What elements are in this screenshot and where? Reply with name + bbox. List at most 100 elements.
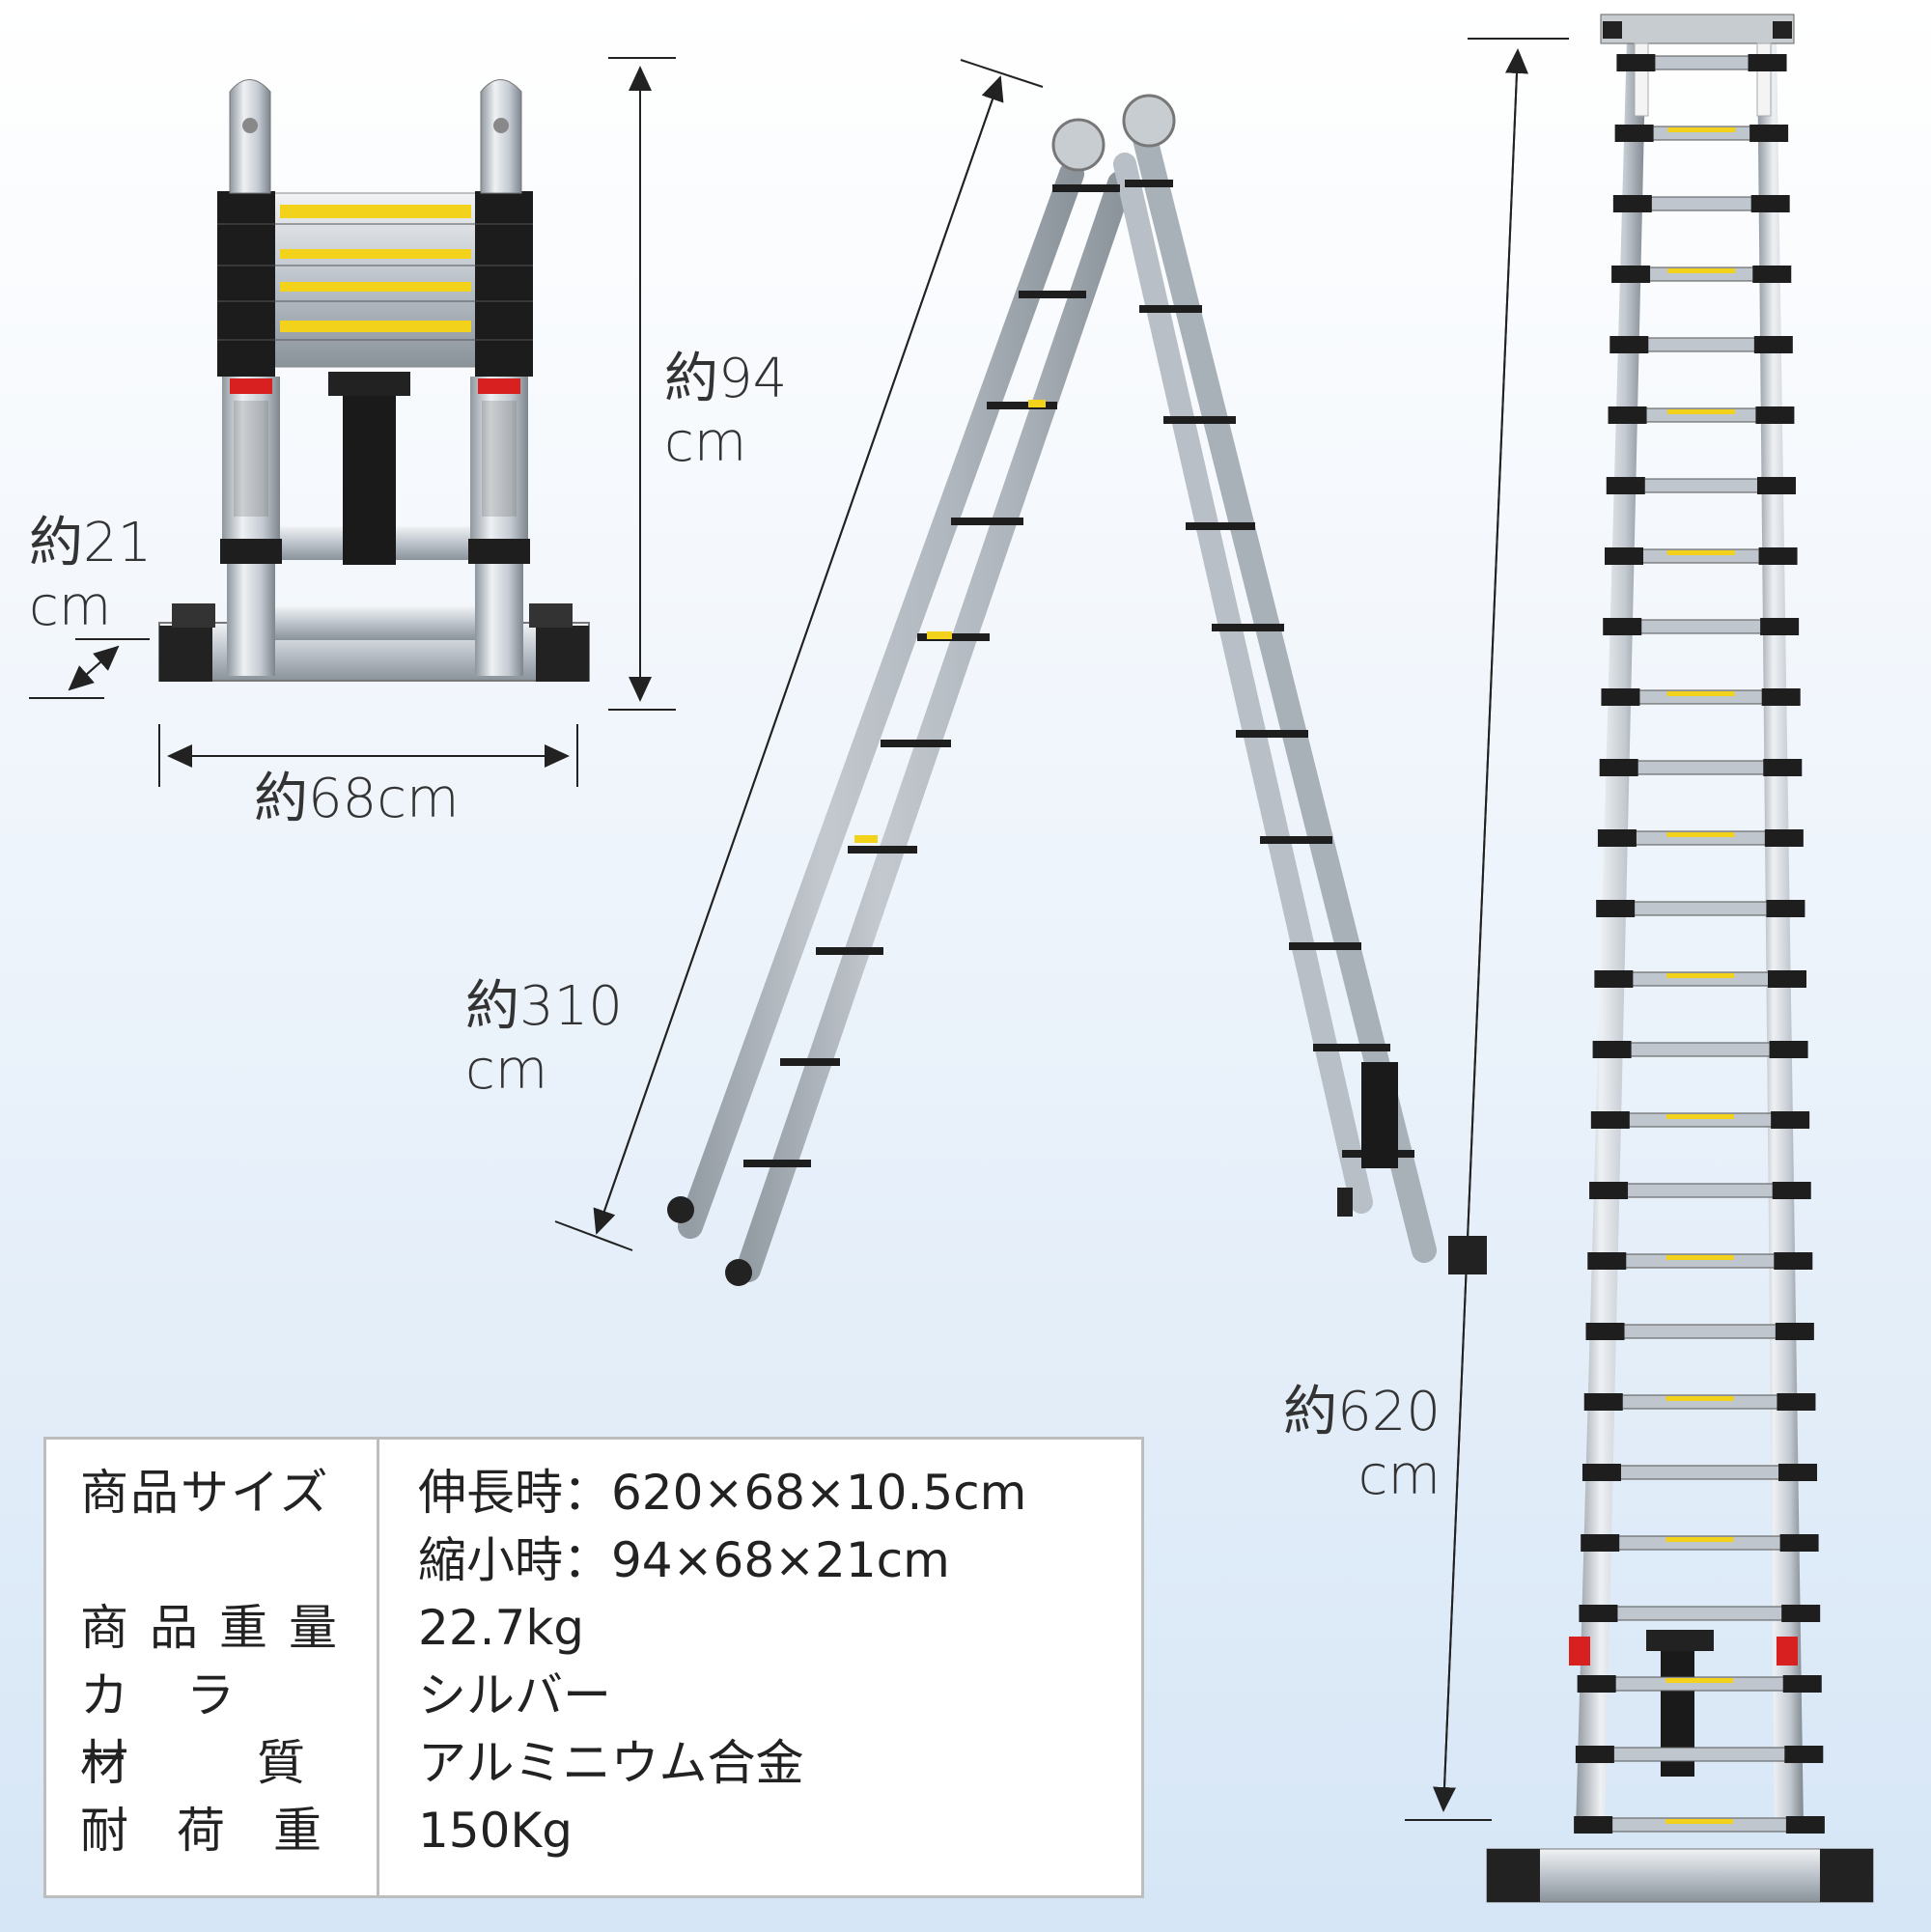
- spec-row-size: 商品サイズ 伸長時：620×68×10.5cm: [46, 1461, 1141, 1525]
- spec-table: 商品サイズ 伸長時：620×68×10.5cm 縮小時：94×68×21cm 商…: [43, 1437, 1144, 1898]
- extended-ladder-collar: [1764, 829, 1804, 847]
- extended-ladder-collar: [1581, 1534, 1620, 1552]
- spec-label-material: 材 質: [80, 1735, 316, 1791]
- extended-ladder-collar: [1577, 1675, 1616, 1693]
- extended-ladder-collar: [1781, 1605, 1821, 1622]
- folded-ladder: [158, 79, 590, 682]
- extended-ladder-collar: [1782, 1675, 1822, 1693]
- folded-height-unit: cm: [664, 411, 747, 474]
- extended-ladder-collar: [1606, 477, 1645, 494]
- extended-ladder-collar: [1753, 336, 1793, 353]
- a-frame-length-unit: cm: [465, 1039, 548, 1102]
- spec-table-divider: [377, 1440, 379, 1895]
- extended-ladder-collar: [1581, 1464, 1621, 1481]
- rung-warning-tag: [1665, 1396, 1734, 1401]
- spec-row-load: 耐荷重 150Kg: [46, 1799, 1141, 1862]
- a-frame-dimension-line: [554, 59, 1044, 1251]
- extended-ladder-collar: [1766, 900, 1805, 917]
- rung-warning-tag: [1667, 268, 1736, 273]
- extended-ladder-collar: [1779, 1534, 1819, 1552]
- extended-ladder-collar: [1589, 1182, 1629, 1199]
- spec-value-load: 150Kg: [418, 1803, 573, 1859]
- extended-ladder-collar: [1760, 618, 1800, 635]
- rung-warning-tag: [1665, 1255, 1734, 1260]
- extended-ladder-collar: [1771, 1111, 1810, 1129]
- folded-depth-label: 約21 cm: [29, 512, 152, 639]
- extended-ladder-collar: [1594, 970, 1634, 988]
- extended-ladder-collar: [1603, 618, 1642, 635]
- spec-row-color: カラー シルバー: [46, 1664, 1141, 1787]
- extended-ladder-collar: [1749, 125, 1789, 142]
- spec-label-color: カラー: [80, 1667, 293, 1787]
- spec-value-color: シルバー: [418, 1667, 611, 1723]
- extended-ladder-collar: [1785, 1816, 1825, 1834]
- rung-warning-tag: [1665, 1819, 1734, 1824]
- extended-ladder-collar: [1585, 1323, 1625, 1340]
- extended-ladder-collar: [1592, 1041, 1632, 1058]
- extended-ladder-collar: [1597, 829, 1637, 847]
- rung-warning-tag: [1666, 550, 1735, 555]
- rung-warning-tag: [1666, 973, 1735, 978]
- extended-length-unit: cm: [1357, 1444, 1441, 1507]
- extended-ladder-collar: [1609, 336, 1649, 353]
- extended-ladder-collar: [1596, 900, 1636, 917]
- extended-ladder-collar: [1599, 759, 1638, 776]
- extended-ladder-collar: [1777, 1393, 1816, 1411]
- extended-ladder-collar: [1768, 970, 1807, 988]
- rung-warning-tag: [1665, 1537, 1734, 1542]
- rung-warning-tag: [1666, 409, 1735, 414]
- rung-warning-tag: [1667, 127, 1736, 132]
- folded-depth-value: 約21: [29, 512, 153, 574]
- extended-ladder-collar: [1575, 1746, 1614, 1763]
- folded-height-value: 約94: [664, 348, 788, 410]
- extended-ladder-collar: [1755, 406, 1795, 424]
- extended-ladder-collar: [1774, 1252, 1813, 1270]
- extended-ladder-collar: [1590, 1111, 1630, 1129]
- extended-ladder-collar: [1604, 547, 1643, 565]
- extended-ladder-collar: [1574, 1816, 1613, 1834]
- extended-ladder-collar: [1775, 1323, 1814, 1340]
- extended-ladder-rungs: [1574, 54, 1825, 1834]
- spec-row-weight: 商品重量 22.7kg: [46, 1596, 1141, 1660]
- spec-label-load: 耐荷重: [80, 1803, 370, 1859]
- folded-depth-unit: cm: [29, 575, 112, 638]
- extended-ladder-collar: [1784, 1746, 1824, 1763]
- folded-dimension-lines: [29, 57, 676, 787]
- extended-dimension-line: [1405, 38, 1569, 1821]
- extended-ladder-collar: [1583, 1393, 1623, 1411]
- spec-label-weight: 商品重量: [80, 1600, 358, 1656]
- extended-ladder-collar: [1612, 195, 1652, 212]
- extended-ladder-collar: [1608, 406, 1647, 424]
- rung-warning-tag: [1666, 691, 1735, 696]
- spec-row-size-folded: 縮小時：94×68×21cm: [46, 1528, 1141, 1592]
- extended-ladder-collar: [1763, 759, 1803, 776]
- extended-ladder-collar: [1752, 266, 1792, 283]
- a-frame-length-value: 約310: [465, 975, 623, 1038]
- extended-length-label: 約620 cm: [1257, 1381, 1441, 1508]
- spec-value-size-extended: 伸長時：620×68×10.5cm: [418, 1465, 1027, 1521]
- spec-value-material: アルミニウム合金: [418, 1735, 804, 1791]
- extended-ladder-collar: [1772, 1182, 1811, 1199]
- extended-ladder-collar: [1587, 1252, 1627, 1270]
- spec-row-material: 材 質 アルミニウム合金: [46, 1731, 1141, 1795]
- extended-ladder-collar: [1579, 1605, 1618, 1622]
- extended-ladder-collar: [1758, 547, 1798, 565]
- a-frame-length-label: 約310 cm: [465, 975, 623, 1103]
- extended-ladder-collar: [1748, 54, 1787, 71]
- spec-label-size: 商品サイズ: [80, 1465, 330, 1521]
- rung-warning-tag: [1666, 832, 1735, 837]
- rung-warning-tag: [1665, 1678, 1734, 1683]
- extended-ladder-collar: [1601, 688, 1640, 706]
- extended-ladder-collar: [1750, 195, 1790, 212]
- extended-ladder-collar: [1756, 477, 1796, 494]
- extended-ladder-collar: [1616, 54, 1656, 71]
- extended-ladder-collar: [1611, 266, 1651, 283]
- extended-ladder-collar: [1761, 688, 1801, 706]
- spec-value-weight: 22.7kg: [418, 1600, 585, 1656]
- extended-length-value: 約620: [1283, 1381, 1441, 1443]
- extended-ladder-collar: [1769, 1041, 1808, 1058]
- spec-value-size-folded: 縮小時：94×68×21cm: [418, 1532, 950, 1588]
- extended-ladder-collar: [1614, 125, 1654, 142]
- folded-height-label: 約94 cm: [664, 348, 787, 475]
